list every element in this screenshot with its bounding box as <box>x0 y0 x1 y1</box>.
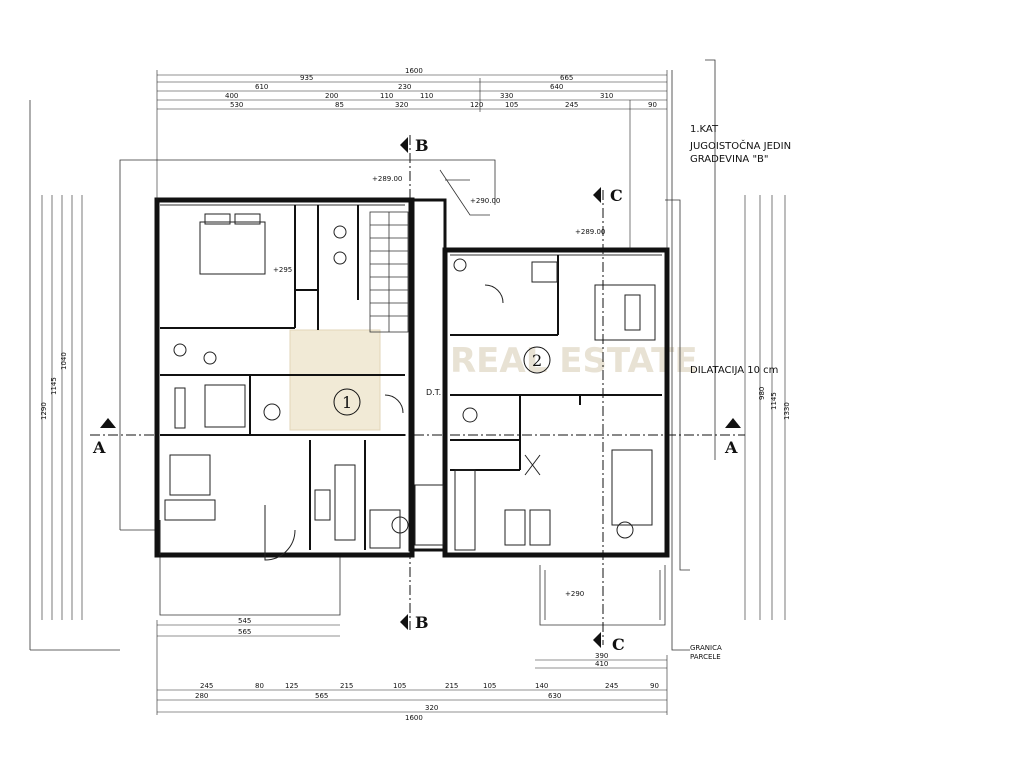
dim-under-left-1: 545 <box>238 617 251 625</box>
section-c-top: C <box>610 186 623 205</box>
dim-top-d5: 330 <box>500 92 513 100</box>
dim-bot-a6: 215 <box>445 682 458 690</box>
dim-bot-a1: 245 <box>200 682 213 690</box>
dim-top-d1: 400 <box>225 92 238 100</box>
dim-top-c3: 640 <box>550 83 563 91</box>
dim-bot-a5: 105 <box>393 682 406 690</box>
section-a-left: A <box>92 438 106 457</box>
watermark-text: REAL ESTATE <box>450 341 698 381</box>
dim-left-1: 1290 <box>40 402 48 420</box>
dim-bot-total: 1600 <box>405 714 423 722</box>
level-mark-1: +289.00 <box>372 175 402 183</box>
section-a-right: A <box>724 438 738 457</box>
dim-bot-a3: 125 <box>285 682 298 690</box>
dimension-text-side: 1290 1145 1040 1145 980 1330 <box>40 352 791 420</box>
title-floor: 1.KAT <box>690 124 719 135</box>
dim-under-right-1: 390 <box>595 652 608 660</box>
title-block: 1.KAT JUGOISTOČNA JEDIN GRADEVINA "B" DI… <box>689 124 791 661</box>
dim-top-c2: 230 <box>398 83 411 91</box>
site-outline <box>29 59 716 651</box>
dim-top-e1: 530 <box>230 101 243 109</box>
dimension-lines-side <box>41 195 786 620</box>
stairs <box>369 169 490 333</box>
dim-top-d6: 310 <box>600 92 613 100</box>
dim-right-1: 1145 <box>770 392 778 410</box>
dim-bot-b2: 565 <box>315 692 328 700</box>
boundary-label-2: PARCELE <box>690 653 721 661</box>
dimension-lines-bottom <box>156 620 668 715</box>
dim-top-b: 665 <box>560 74 573 82</box>
dim-right-2: 980 <box>758 387 766 400</box>
level-mark-3: +289.00 <box>575 228 605 236</box>
boundary-label-1: GRANICA <box>690 644 722 652</box>
watermark: REAL ESTATE <box>289 329 698 431</box>
dim-top-e7: 90 <box>648 101 657 109</box>
dim-top-e5: 105 <box>505 101 518 109</box>
dim-under-left-2: 565 <box>238 628 251 636</box>
dim-top-c1: 610 <box>255 83 268 91</box>
level-mark-4: +295 <box>273 266 292 274</box>
dim-bot-b1: 280 <box>195 692 208 700</box>
dim-under-right-2: 410 <box>595 660 608 668</box>
dim-bot-a10: 90 <box>650 682 659 690</box>
level-mark-2: +290.00 <box>470 197 500 205</box>
section-b-bottom: B <box>415 613 429 632</box>
dim-bot-b4: 630 <box>548 692 561 700</box>
dimension-lines-top <box>156 70 668 250</box>
dilatation-label: DILATACIJA 10 cm <box>690 365 778 376</box>
title-building: GRADEVINA "B" <box>690 154 769 165</box>
dim-top-d4: 110 <box>420 92 433 100</box>
dim-top-a: 935 <box>300 74 313 82</box>
section-labels: A A B B C C <box>92 136 738 654</box>
dim-bot-a4: 215 <box>340 682 353 690</box>
section-markers <box>100 137 741 648</box>
dim-bot-a2: 80 <box>255 682 264 690</box>
dim-top-d2: 200 <box>325 92 338 100</box>
unit-1-label: 1 <box>342 393 352 412</box>
dt-label: D.T. <box>426 388 441 397</box>
unit-2-label: 2 <box>532 351 542 370</box>
dim-right-3: 1330 <box>783 402 791 420</box>
title-unit: JUGOISTOČNA JEDIN <box>689 139 791 152</box>
dimension-text-top: 1600 935 665 610 230 640 400 200 110 110… <box>225 67 657 109</box>
level-mark-5: +290 <box>565 590 584 598</box>
dim-top-e4: 120 <box>470 101 483 109</box>
unit-markers <box>333 346 551 416</box>
dim-top-e6: 245 <box>565 101 578 109</box>
dimension-text-bottom: 245 80 125 215 105 215 105 140 245 90 28… <box>195 617 659 722</box>
section-c-bottom: C <box>612 635 625 654</box>
level-marks: +289.00 +290.00 +289.00 +295 +290 <box>273 175 605 598</box>
dim-bot-b3: 320 <box>425 704 438 712</box>
furniture <box>159 213 656 561</box>
dim-bot-a9: 245 <box>605 682 618 690</box>
dim-bot-a8: 140 <box>535 682 548 690</box>
section-b-top: B <box>415 136 429 155</box>
dim-bot-a7: 105 <box>483 682 496 690</box>
section-lines <box>90 135 745 645</box>
dim-left-2: 1145 <box>50 377 58 395</box>
dim-top-e3: 320 <box>395 101 408 109</box>
dim-top-d3: 110 <box>380 92 393 100</box>
dim-top-total: 1600 <box>405 67 423 75</box>
dim-top-e2: 85 <box>335 101 344 109</box>
dim-left-3: 1040 <box>60 352 68 370</box>
